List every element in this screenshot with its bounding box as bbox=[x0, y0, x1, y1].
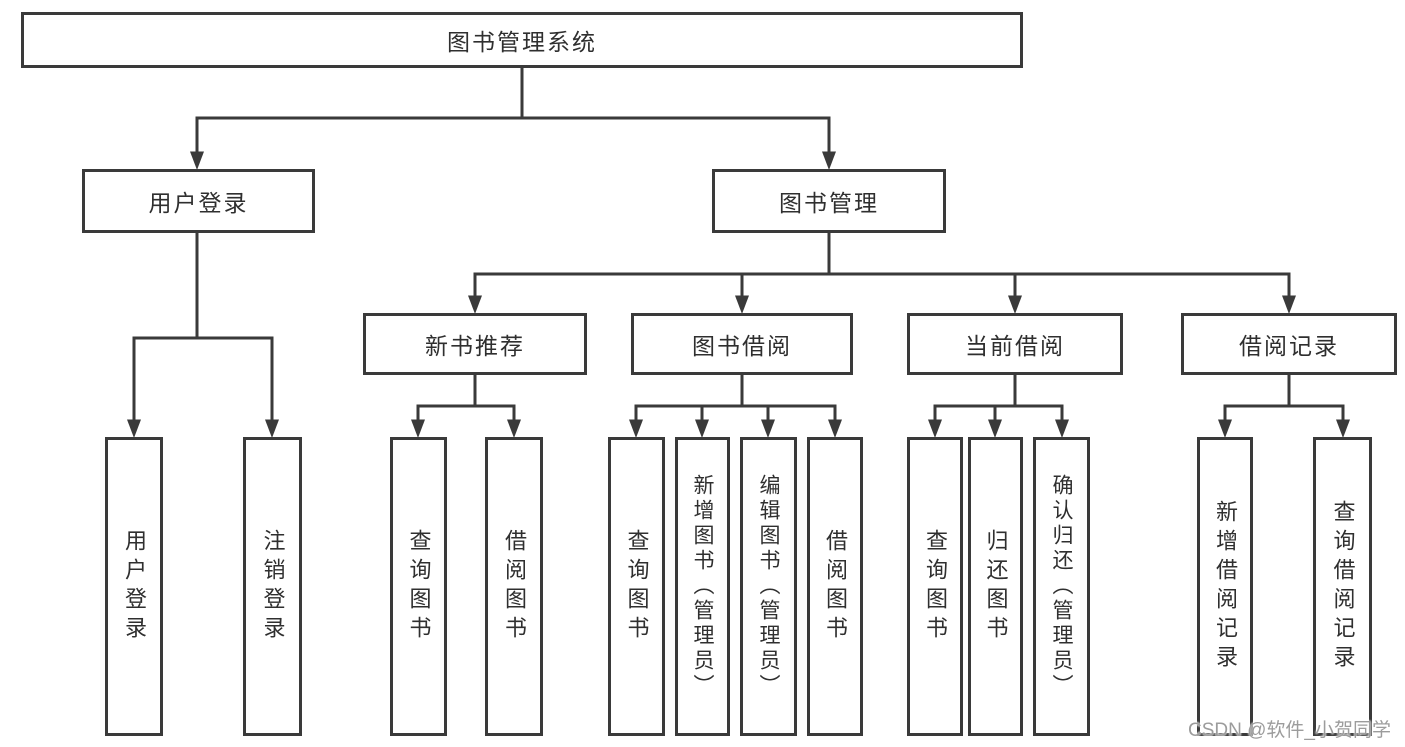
leaf-borrow-query-books-label: 查询图书 bbox=[624, 528, 650, 645]
arrowhead-icons bbox=[127, 151, 1350, 438]
arrow-down-icon bbox=[828, 419, 842, 438]
leaf-add-borrow-record-label: 新增借阅记录 bbox=[1213, 499, 1238, 674]
leaf-recommend-query-books: 查询图书 bbox=[390, 437, 447, 736]
node-book-borrow-label: 图书借阅 bbox=[692, 333, 792, 359]
leaf-confirm-return-admin: 确认归还（管理员） bbox=[1033, 437, 1090, 736]
node-current-borrow: 当前借阅 bbox=[907, 313, 1123, 375]
node-borrow-records-label: 借阅记录 bbox=[1239, 333, 1339, 359]
arrow-down-icon bbox=[928, 419, 942, 438]
arrow-down-icon bbox=[265, 419, 279, 438]
leaf-query-borrow-record-label: 查询借阅记录 bbox=[1330, 499, 1356, 674]
leaf-borrow-books-label: 借阅图书 bbox=[823, 528, 848, 645]
node-book-management: 图书管理 bbox=[712, 169, 946, 233]
leaf-current-query-books: 查询图书 bbox=[907, 437, 963, 736]
leaf-recommend-borrow-books-label: 借阅图书 bbox=[502, 528, 527, 645]
leaf-borrow-books: 借阅图书 bbox=[807, 437, 863, 736]
node-user-login: 用户登录 bbox=[82, 169, 315, 233]
leaf-edit-books-admin: 编辑图书（管理员） bbox=[740, 437, 797, 736]
leaf-borrow-query-books: 查询图书 bbox=[608, 437, 665, 736]
arrow-down-icon bbox=[1008, 295, 1022, 314]
csdn-watermark: CSDN @软件_小贺同学 bbox=[1188, 720, 1391, 741]
leaf-logout: 注销登录 bbox=[243, 437, 302, 736]
leaf-return-books: 归还图书 bbox=[968, 437, 1023, 736]
leaf-add-borrow-record: 新增借阅记录 bbox=[1197, 437, 1253, 736]
leaf-return-books-label: 归还图书 bbox=[983, 528, 1009, 645]
arrow-down-icon bbox=[988, 419, 1002, 438]
leaf-user-login: 用户登录 bbox=[105, 437, 163, 736]
leaf-query-borrow-record: 查询借阅记录 bbox=[1313, 437, 1372, 736]
arrow-down-icon bbox=[190, 151, 204, 170]
node-book-borrow: 图书借阅 bbox=[631, 313, 853, 375]
arrow-down-icon bbox=[761, 419, 775, 438]
leaf-confirm-return-admin-label: 确认归还（管理员） bbox=[1050, 474, 1073, 699]
leaf-add-books-admin-label: 新增图书（管理员） bbox=[691, 474, 714, 699]
arrow-down-icon bbox=[1218, 419, 1232, 438]
arrow-down-icon bbox=[468, 295, 482, 314]
connector-lines bbox=[132, 66, 1345, 423]
arrow-down-icon bbox=[735, 295, 749, 314]
arrow-down-icon bbox=[822, 151, 836, 170]
leaf-add-books-admin: 新增图书（管理员） bbox=[675, 437, 730, 736]
arrow-down-icon bbox=[411, 419, 425, 438]
arrow-down-icon bbox=[1282, 295, 1296, 314]
node-borrow-records: 借阅记录 bbox=[1181, 313, 1397, 375]
leaf-recommend-query-books-label: 查询图书 bbox=[406, 528, 432, 645]
node-new-book-recommend-label: 新书推荐 bbox=[425, 333, 525, 359]
arrow-down-icon bbox=[1336, 419, 1350, 438]
leaf-recommend-borrow-books: 借阅图书 bbox=[485, 437, 543, 736]
leaf-logout-label: 注销登录 bbox=[260, 528, 286, 645]
arrow-down-icon bbox=[127, 419, 141, 438]
node-current-borrow-label: 当前借阅 bbox=[965, 333, 1065, 359]
node-root: 图书管理系统 bbox=[21, 12, 1023, 68]
arrow-down-icon bbox=[1055, 419, 1069, 438]
node-book-management-label: 图书管理 bbox=[779, 190, 879, 216]
leaf-edit-books-admin-label: 编辑图书（管理员） bbox=[757, 474, 780, 699]
arrow-down-icon bbox=[629, 419, 643, 438]
arrow-down-icon bbox=[695, 419, 709, 438]
leaf-user-login-label: 用户登录 bbox=[122, 528, 147, 645]
arrow-down-icon bbox=[507, 419, 521, 438]
node-new-book-recommend: 新书推荐 bbox=[363, 313, 587, 375]
leaf-current-query-books-label: 查询图书 bbox=[923, 528, 948, 645]
node-user-login-label: 用户登录 bbox=[148, 190, 249, 216]
node-root-label: 图书管理系统 bbox=[447, 29, 597, 55]
